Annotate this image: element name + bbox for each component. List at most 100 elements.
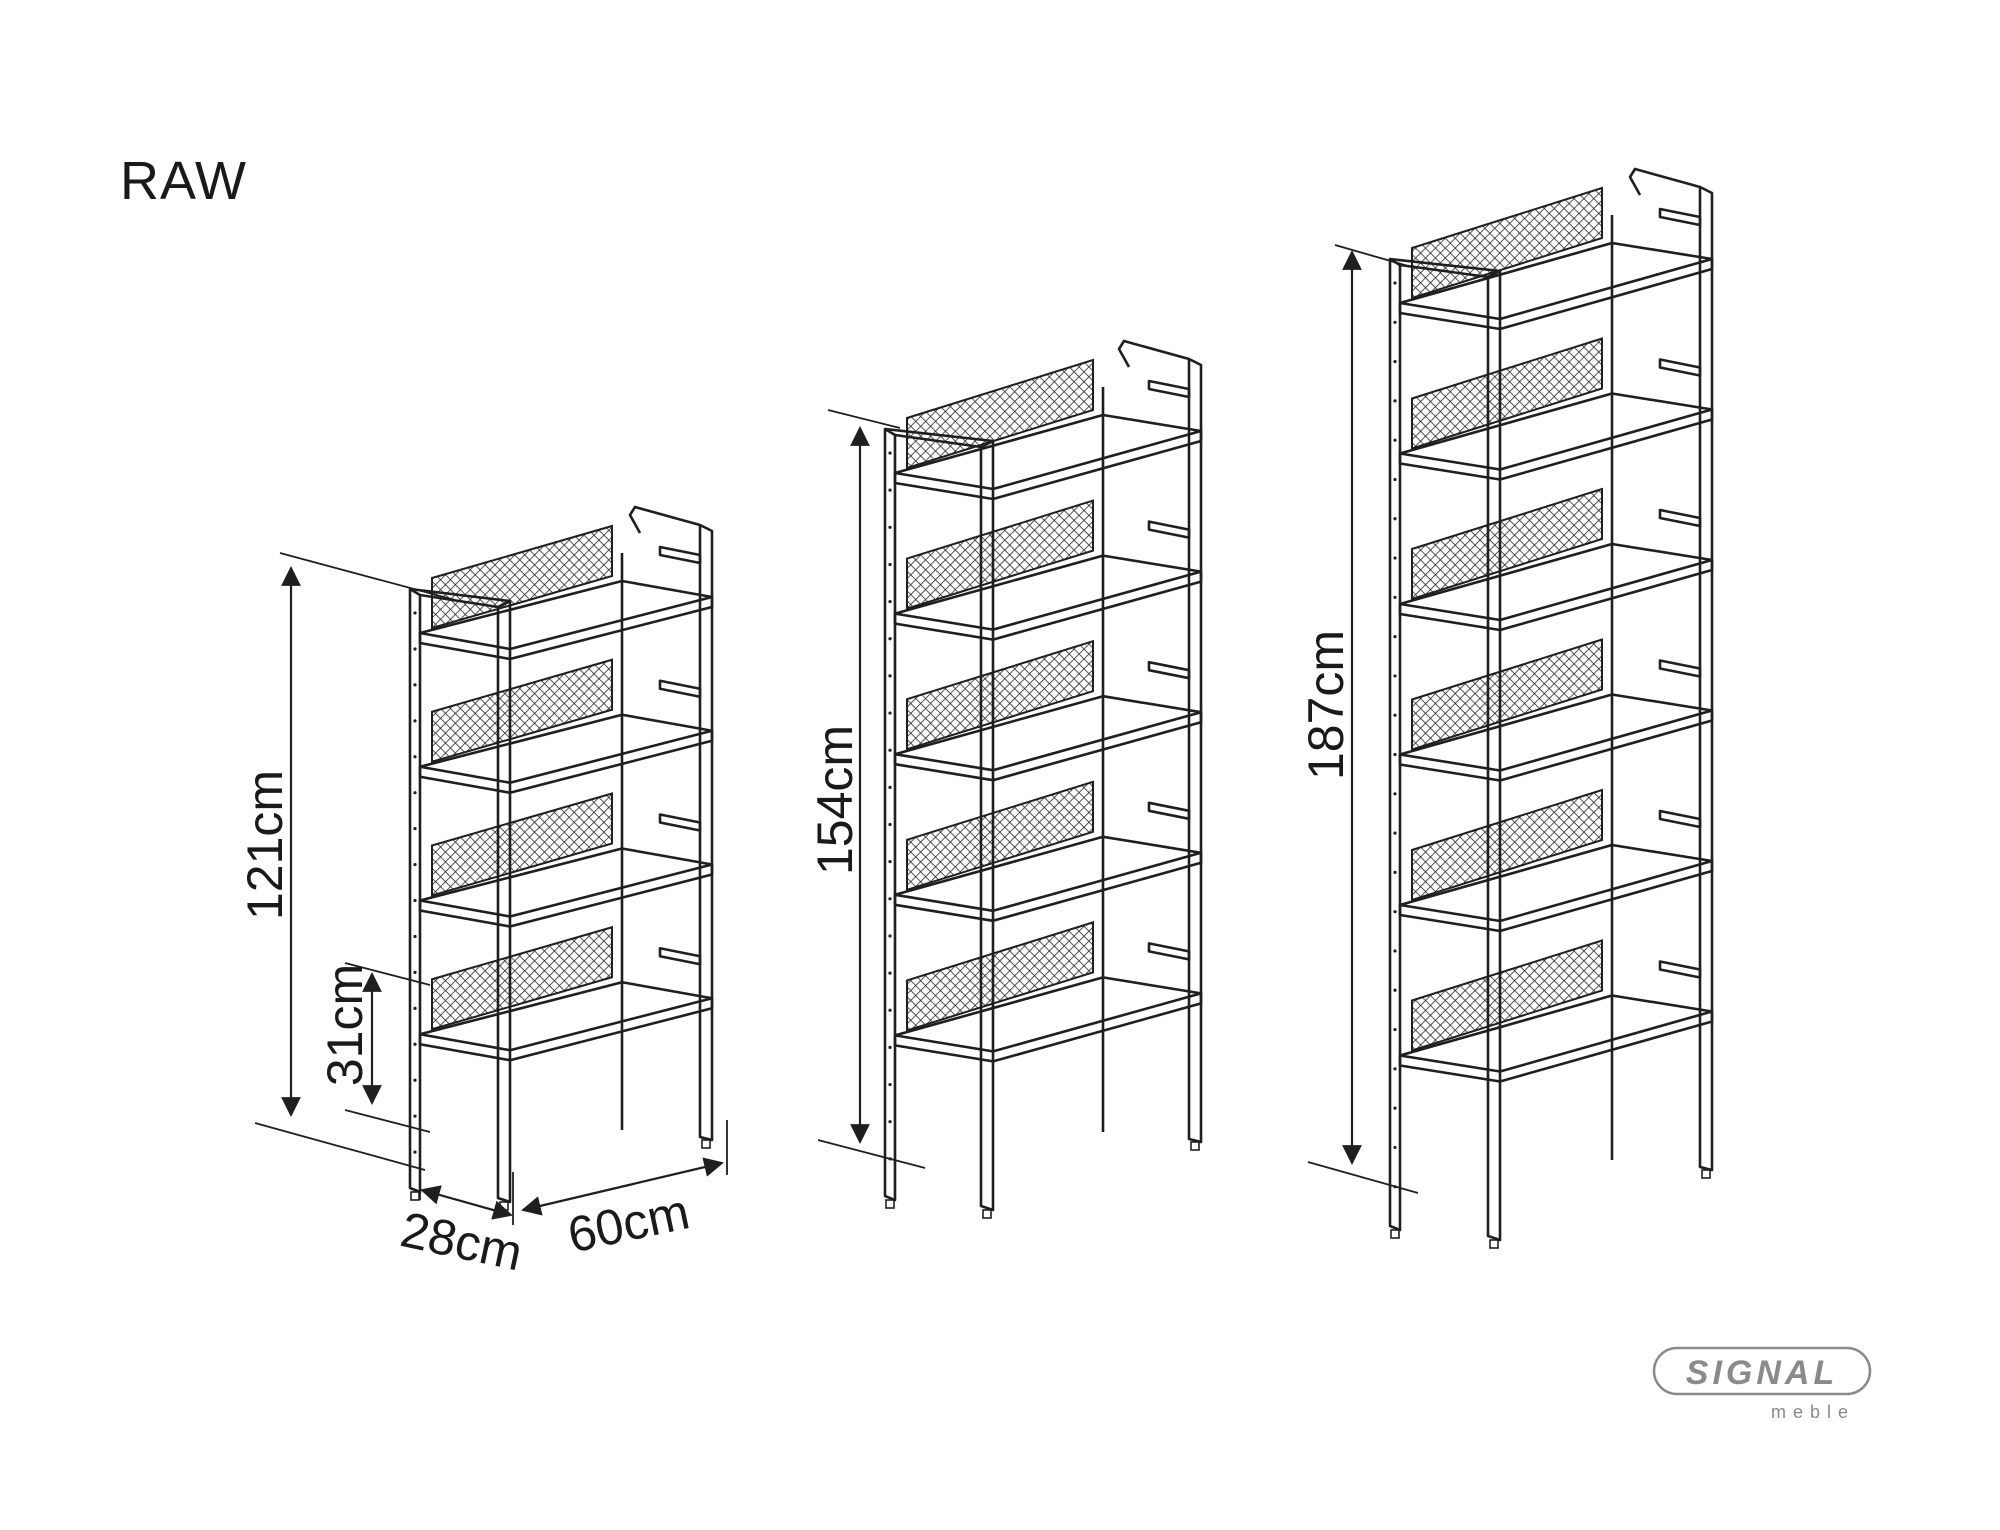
foot <box>1701 1169 1711 1179</box>
bookshelf-121cm <box>408 505 714 1211</box>
front-top-rail <box>1389 257 1502 279</box>
mesh-back-panel <box>1411 939 1603 1052</box>
rivet-hole <box>888 860 892 864</box>
rivet-hole <box>1393 438 1397 442</box>
spacing-label: 31cm <box>317 964 373 1086</box>
rivet-hole <box>413 611 417 615</box>
rivet-hole <box>1393 1067 1397 1071</box>
rivet-hole <box>413 970 417 974</box>
mesh-back-panel <box>431 658 613 764</box>
rivet-hole <box>888 1045 892 1049</box>
back-top-rail <box>1117 339 1190 368</box>
rivet-hole <box>888 637 892 641</box>
side-rail <box>1147 660 1191 680</box>
rivet-hole <box>413 1078 417 1082</box>
side-rail <box>1147 520 1191 539</box>
rivet-hole <box>1393 752 1397 757</box>
rivet-hole <box>413 1006 417 1010</box>
rivet-hole <box>1393 359 1397 364</box>
foot <box>1489 1239 1499 1249</box>
rivet-hole <box>888 785 892 789</box>
rivet-hole <box>1393 1106 1397 1110</box>
rivet-hole <box>1393 1027 1397 1032</box>
rivet-hole <box>888 600 892 604</box>
mesh-back-panel <box>1411 337 1603 450</box>
height-extension-bottom <box>1307 1161 1419 1194</box>
height-label-121: 121cm <box>237 770 293 920</box>
foot <box>1190 1141 1200 1151</box>
rivet-hole <box>1393 831 1397 835</box>
rivet-hole <box>1393 1145 1397 1150</box>
rivet-hole <box>413 827 417 831</box>
foot <box>982 1209 992 1219</box>
rivet-hole <box>1393 517 1397 521</box>
front-top-rail <box>409 587 512 609</box>
height-extension-bottom <box>817 1139 926 1169</box>
side-rail <box>1658 809 1702 829</box>
bookshelf-187cm <box>1388 167 1714 1249</box>
mesh-back-panel <box>431 524 613 630</box>
rivet-hole <box>413 898 417 903</box>
side-rail <box>1658 207 1702 227</box>
foot <box>499 1201 509 1211</box>
mesh-back-panel <box>1411 788 1603 902</box>
side-rail <box>658 679 702 699</box>
rivet-hole <box>888 897 892 901</box>
front-left-upright <box>883 427 897 1202</box>
rivet-hole <box>888 934 892 938</box>
rivet-hole <box>888 488 892 492</box>
rivet-hole <box>1393 320 1397 324</box>
mesh-back-panel <box>906 921 1094 1032</box>
rivet-hole <box>888 1120 892 1124</box>
rivet-hole <box>1393 713 1397 717</box>
rivet-hole <box>1393 949 1397 953</box>
mesh-back-panel <box>906 639 1094 751</box>
height-label-187: 187cm <box>1298 630 1354 780</box>
foot <box>701 1139 711 1149</box>
back-upright <box>1187 357 1203 1144</box>
rivet-hole <box>413 755 417 759</box>
rivet-hole <box>888 562 892 567</box>
foot <box>410 1191 420 1201</box>
foot <box>885 1199 895 1209</box>
mesh-back-panel <box>906 358 1094 470</box>
back-upright <box>1698 185 1714 1172</box>
rivet-hole <box>413 647 417 651</box>
foot <box>1390 1229 1400 1239</box>
rivet-hole <box>413 1114 417 1118</box>
mesh-back-panel <box>1411 638 1603 751</box>
rivet-hole <box>1393 595 1397 599</box>
height-extension-top <box>1334 244 1416 269</box>
rivet-hole <box>1393 635 1397 639</box>
rivet-hole <box>413 1042 417 1046</box>
rivet-hole <box>413 1150 417 1154</box>
height-label-154: 154cm <box>807 725 863 875</box>
rivet-hole <box>888 451 892 455</box>
side-rail <box>1658 960 1702 979</box>
rivet-hole <box>888 525 892 529</box>
height-extension-top <box>279 552 456 601</box>
rivet-hole <box>888 711 892 715</box>
rivet-hole <box>413 791 417 795</box>
rivet-hole <box>888 674 892 678</box>
back-top-rail <box>1628 167 1701 196</box>
mesh-back-panel <box>431 792 613 897</box>
front-left-upright <box>1388 257 1402 1232</box>
mesh-back-panel <box>1411 186 1603 300</box>
depth-arrow-28 <box>420 1185 513 1220</box>
rivet-hole <box>413 862 417 867</box>
front-top-rail <box>884 427 995 449</box>
rivet-hole <box>888 748 892 752</box>
logo-outline <box>1652 1346 1872 1396</box>
rivet-hole <box>413 683 417 687</box>
side-rail <box>658 946 702 966</box>
rivet-hole <box>413 934 417 939</box>
side-rail <box>658 545 702 565</box>
rivet-hole <box>413 719 417 723</box>
mesh-back-panel <box>431 925 613 1031</box>
rivet-hole <box>1393 281 1397 285</box>
rivet-hole <box>888 1082 892 1087</box>
signal-meble-logo: SIGNAL meble <box>1652 1346 1872 1422</box>
